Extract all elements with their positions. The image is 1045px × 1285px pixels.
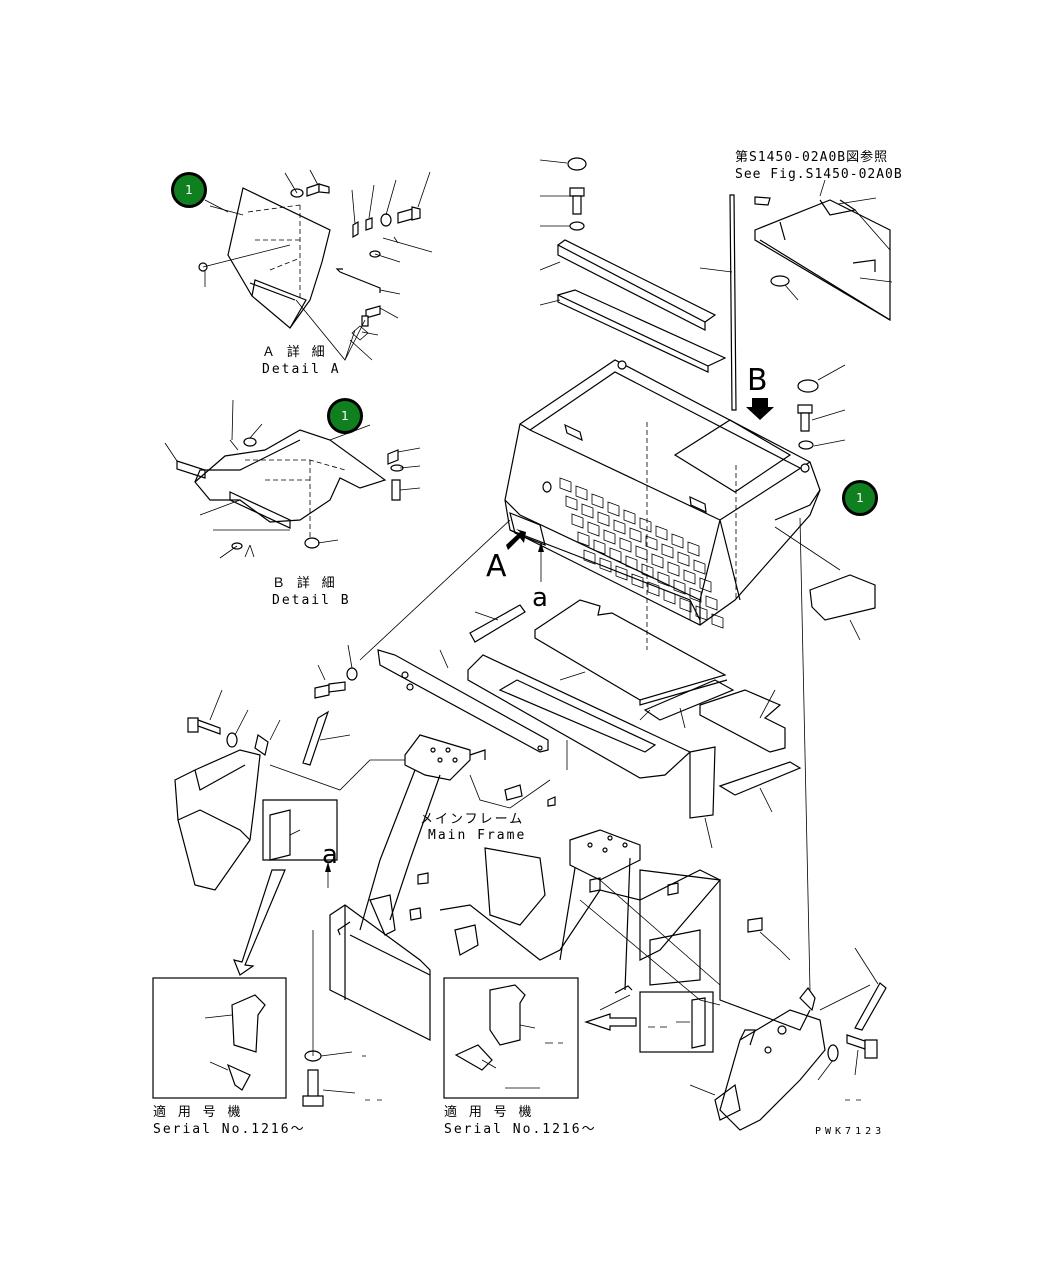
serial-box-middle: [443, 977, 579, 1099]
grille-slot: [635, 545, 648, 561]
reference-label-jp: 第S1450-02A0B図参照: [735, 150, 889, 165]
grille-slot: [629, 527, 642, 543]
view-b-letter: B: [747, 363, 768, 398]
callout-1-detail-a[interactable]: 1: [171, 172, 207, 208]
view-arrows: [506, 398, 774, 582]
grille-slot: [687, 541, 700, 557]
right-bracket: [689, 947, 887, 1131]
main-frame-label-en: Main Frame: [428, 828, 527, 843]
grille-slot: [615, 565, 628, 581]
grille-slot: [661, 543, 674, 559]
detail-a-label-jp: Ａ 詳 細: [262, 345, 327, 360]
detail-b-label-en: Detail B: [272, 593, 351, 608]
main-hood: [504, 359, 821, 650]
grille-slot: [699, 577, 712, 593]
grille-slot: [603, 529, 616, 545]
grille-slot: [645, 535, 658, 551]
hood-grille: [559, 477, 724, 629]
grille-slot: [559, 477, 572, 493]
grille-slot: [639, 517, 652, 533]
grille-slot: [609, 547, 622, 563]
inner-mats: [467, 517, 876, 991]
grille-slot: [679, 597, 692, 613]
grille-slot: [571, 513, 584, 529]
detail-a-drawing: [198, 169, 433, 361]
view-a-letter: A: [486, 549, 507, 584]
grille-slot: [651, 553, 664, 569]
grille-slot: [657, 571, 670, 587]
grille-slot: [599, 557, 612, 573]
arrow-a-upper-letter: a: [532, 583, 548, 613]
serial-label-en-middle: Serial No.1216〜: [444, 1122, 597, 1137]
callout-1-detail-b[interactable]: 1: [327, 398, 363, 434]
serial-label-en-left: Serial No.1216〜: [153, 1122, 306, 1137]
grille-slot: [593, 539, 606, 555]
grille-slot: [623, 509, 636, 525]
grille-slot: [587, 521, 600, 537]
grille-slot: [655, 525, 668, 541]
grille-slot: [631, 573, 644, 589]
grille-slot: [671, 533, 684, 549]
grille-slot: [683, 569, 696, 585]
grille-slot: [667, 561, 680, 577]
main-frame: [174, 519, 811, 1041]
grille-slot: [705, 595, 718, 611]
grille-slot: [689, 587, 702, 603]
grille-slot: [607, 501, 620, 517]
serial-box-right: [584, 991, 714, 1053]
hood-side-bolts: [797, 364, 846, 450]
main-frame-label-jp: メインフレーム: [420, 812, 525, 827]
grille-slot: [695, 605, 708, 621]
serial-box-left: [152, 977, 287, 1099]
reference-label-en: See Fig.S1450-02A0B: [735, 167, 903, 182]
grille-slot: [613, 519, 626, 535]
grille-slot: [641, 563, 654, 579]
detail-a-label-en: Detail A: [262, 362, 341, 377]
arrow-a-lower-letter: a: [322, 840, 338, 870]
callout-1-cover[interactable]: 1: [842, 480, 878, 516]
grille-slot: [663, 589, 676, 605]
grille-slot: [581, 503, 594, 519]
grille-slot: [565, 495, 578, 511]
grille-slot: [575, 485, 588, 501]
grille-slot: [647, 581, 660, 597]
detail-b-label-jp: Ｂ 詳 細: [272, 576, 337, 591]
grille-slot: [693, 559, 706, 575]
grille-slot: [583, 549, 596, 565]
serial-label-jp-left: 適 用 号 機: [153, 1105, 243, 1120]
grille-slot: [577, 531, 590, 547]
grille-slot: [673, 579, 686, 595]
serial-label-jp-middle: 適 用 号 機: [444, 1105, 534, 1120]
grille-slot: [711, 613, 724, 629]
grille-slot: [619, 537, 632, 553]
grille-slot: [677, 551, 690, 567]
grille-slot: [625, 555, 638, 571]
grille-slot: [597, 511, 610, 527]
drawing-code: PWK7123: [815, 1126, 886, 1137]
top-cover-parts: [539, 157, 893, 411]
detail-b-drawing: [164, 399, 421, 559]
grille-slot: [591, 493, 604, 509]
lower-bolts: [302, 930, 861, 1107]
